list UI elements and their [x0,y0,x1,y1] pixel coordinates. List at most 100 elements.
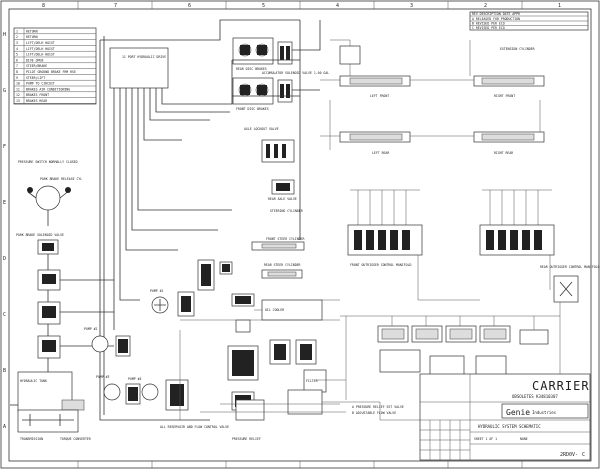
left-front-extension-cylinder: LEFT FRONT [339,75,411,98]
drawing-number: 2RD0V- [560,452,578,458]
pump-3: PUMP #3 [96,375,141,405]
row-marker-c: C [3,312,6,318]
rear-outrigger-label: REAR OUTRIGGER CONTROL MANIFOLD [540,265,600,269]
rear-disc-brakes: REAR DISC BRAKES [232,37,274,71]
revision-row: A RELEASED FOR PRODUCTION [472,17,520,21]
rear-steer-cylinder-label: REAR STEER CYLINDER [264,263,301,267]
legend-row-number: 2 [16,35,18,39]
legend-row-label: RETURN [26,35,38,39]
transmission-label: TRANSMISSION [20,437,43,441]
legend-row-label: LIFT/DELH HOIST [26,47,55,51]
oil-cooler-filter: OIL COOLER FILTER [235,299,327,421]
cooler-label: OIL COOLER [265,308,284,312]
outrigger-cylinders: OUTRIGGER [340,280,561,400]
title-block: CARRIER OBSOLETES K34810307 Genie Indust… [419,373,591,461]
left-rear-extension-cylinder: LEFT REAR [339,131,411,155]
transmission: TRANSMISSION TORQUE CONVERTER [17,409,91,441]
filter-label: FILTER [306,379,318,383]
front-outrigger-label: FRONT OUTRIGGER CONTROL MANIFOLD [350,263,411,267]
torque-converter-label: TORQUE CONVERTER [60,437,91,441]
title-subtitle: OBSOLETES K34810307 [512,394,558,399]
column-markers: 8 7 6 5 4 3 2 1 [42,1,561,468]
col-marker-8: 8 [42,3,45,9]
brand-logo: Genie [506,408,530,417]
legend-row-number: 1 [16,29,18,33]
axle-lockout-valve: AXLE LOCKOUT VALVE REAR AXLE VALVE STEER… [244,127,303,213]
legend-row-number: 11 [16,87,20,91]
legend-row-number: 13 [16,99,20,103]
legend-row-label: LIFT/DELH HOIST [26,53,55,57]
axle-lockout-label: AXLE LOCKOUT VALVE [244,127,279,131]
legend-row-number: 5 [16,53,18,57]
revision-letter: C [582,452,585,458]
legend-row-label: BRAKES REAR [26,99,47,103]
revision-row: B REVISED PER ECO [472,22,505,26]
extension-cylinder-label: EXTENSION CYLINDER [500,47,535,51]
pressure-relief [553,275,579,303]
pump-4: PUMP #4 [128,377,189,411]
legend-row-number: 10 [16,82,20,86]
right-rear-label: RIGHT REAR [494,151,513,155]
right-rear-extension-cylinder: RIGHT REAR [473,131,545,155]
revision-header: REV DESCRIPTION DATE APPR [472,12,520,16]
sheet-number: SHEET 1 OF 1 [474,437,497,441]
row-marker-h: H [3,32,6,38]
col-marker-1: 1 [558,3,561,9]
row-marker-b: B [3,368,6,374]
brand-suffix: Industries [532,410,557,415]
legend-row-label: PILOT GROUND BRAKE FRM RSE [26,70,76,74]
row-markers: H G F E D C B A [3,32,6,430]
left-rear-label: LEFT REAR [372,151,389,155]
legend-row-label: RETURN [26,29,38,33]
col-marker-5: 5 [262,3,265,9]
tank-label: HYDRAULIC TANK [20,379,47,383]
row-marker-d: D [3,256,6,262]
hydraulic-tank: HYDRAULIC TANK [10,371,85,413]
pump-4-label: PUMP #4 [128,377,142,381]
front-disc-brakes-label: FRONT DISC BRAKES [236,107,269,111]
pump-2-label: PUMP #2 [84,327,98,331]
pump-3-label: PUMP #3 [96,375,110,379]
front-disc-brakes: FRONT DISC BRAKES [232,77,274,111]
park-brake-label: PARK BRAKE RELEASE CYL [40,177,82,181]
row-marker-g: G [3,88,6,94]
drawing-title: HYDRAULIC SYSTEM SCHEMATIC [478,424,541,429]
legend-row-number: 7 [16,64,18,68]
legend-row-label: STEER/LIFT [26,76,45,80]
supply-lines [99,19,300,421]
legend-b: B ADJUSTABLE FLOW VALVE [352,411,396,415]
drive-manifold: 11 PORT HYDRAULIC DRIVE [109,47,169,96]
right-front-label: RIGHT FRONT [494,94,515,98]
front-outrigger-manifold: FRONT OUTRIGGER CONTROL MANIFOLD [347,224,423,267]
pump-1: PUMP #1 [150,289,195,317]
pump-valve-bank [197,259,259,411]
pressure-switch-label: PRESSURE SWITCH NORMALLY CLOSED [18,160,78,164]
col-marker-3: 3 [410,3,413,9]
pump-2: PUMP #2 [84,327,131,357]
legend-row-label: STEER/BRAKE [26,64,47,68]
row-marker-a: A [3,424,6,430]
left-front-label: LEFT FRONT [370,94,389,98]
col-marker-2: 2 [484,3,487,9]
legend-row-label: PUMP TO CIRCUIT [26,82,55,86]
rear-outrigger-manifold: REAR OUTRIGGER CONTROL MANIFOLD [479,224,600,269]
manifold-label: 11 PORT HYDRAULIC DRIVE [122,55,166,59]
legend-a: A PRESSURE RELIEF SET VALVE [352,405,404,409]
steering-cylinder-label: STEERING CYLINDER [270,209,303,213]
legend-row-number: 3 [16,41,18,45]
legend-row-label: BRAKES AIR CONDITIONING [26,87,70,91]
legend-row-number: 12 [16,93,20,97]
rear-axle-valve-label: REAR AXLE VALVE [268,197,297,201]
legend-row-number: 9 [16,76,18,80]
pump-1-label: PUMP #1 [150,289,164,293]
col-marker-7: 7 [114,3,117,9]
legend-row-number: 8 [16,70,18,74]
park-brake-assembly: PRESSURE SWITCH NORMALLY CLOSED PARK BRA… [16,160,82,255]
legend-row-label: DIVE OPEN [26,58,43,62]
legend-row-number: 4 [16,47,18,51]
revision-block: REV DESCRIPTION DATE APPR A RELEASED FOR… [469,11,589,31]
accumulator-label: ACCUMULATOR SOLENOID VALVE 1.00 GAL [262,71,329,75]
